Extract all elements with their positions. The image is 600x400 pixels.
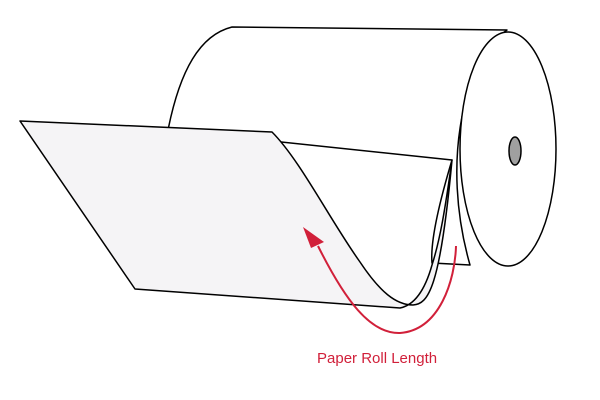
roll-end-face bbox=[459, 31, 557, 267]
length-arrow-curve bbox=[317, 245, 457, 335]
length-arrow-head bbox=[303, 227, 324, 248]
roll-core-hole bbox=[508, 136, 522, 166]
paper-sheet bbox=[19, 120, 453, 309]
length-label: Paper Roll Length bbox=[317, 350, 437, 367]
